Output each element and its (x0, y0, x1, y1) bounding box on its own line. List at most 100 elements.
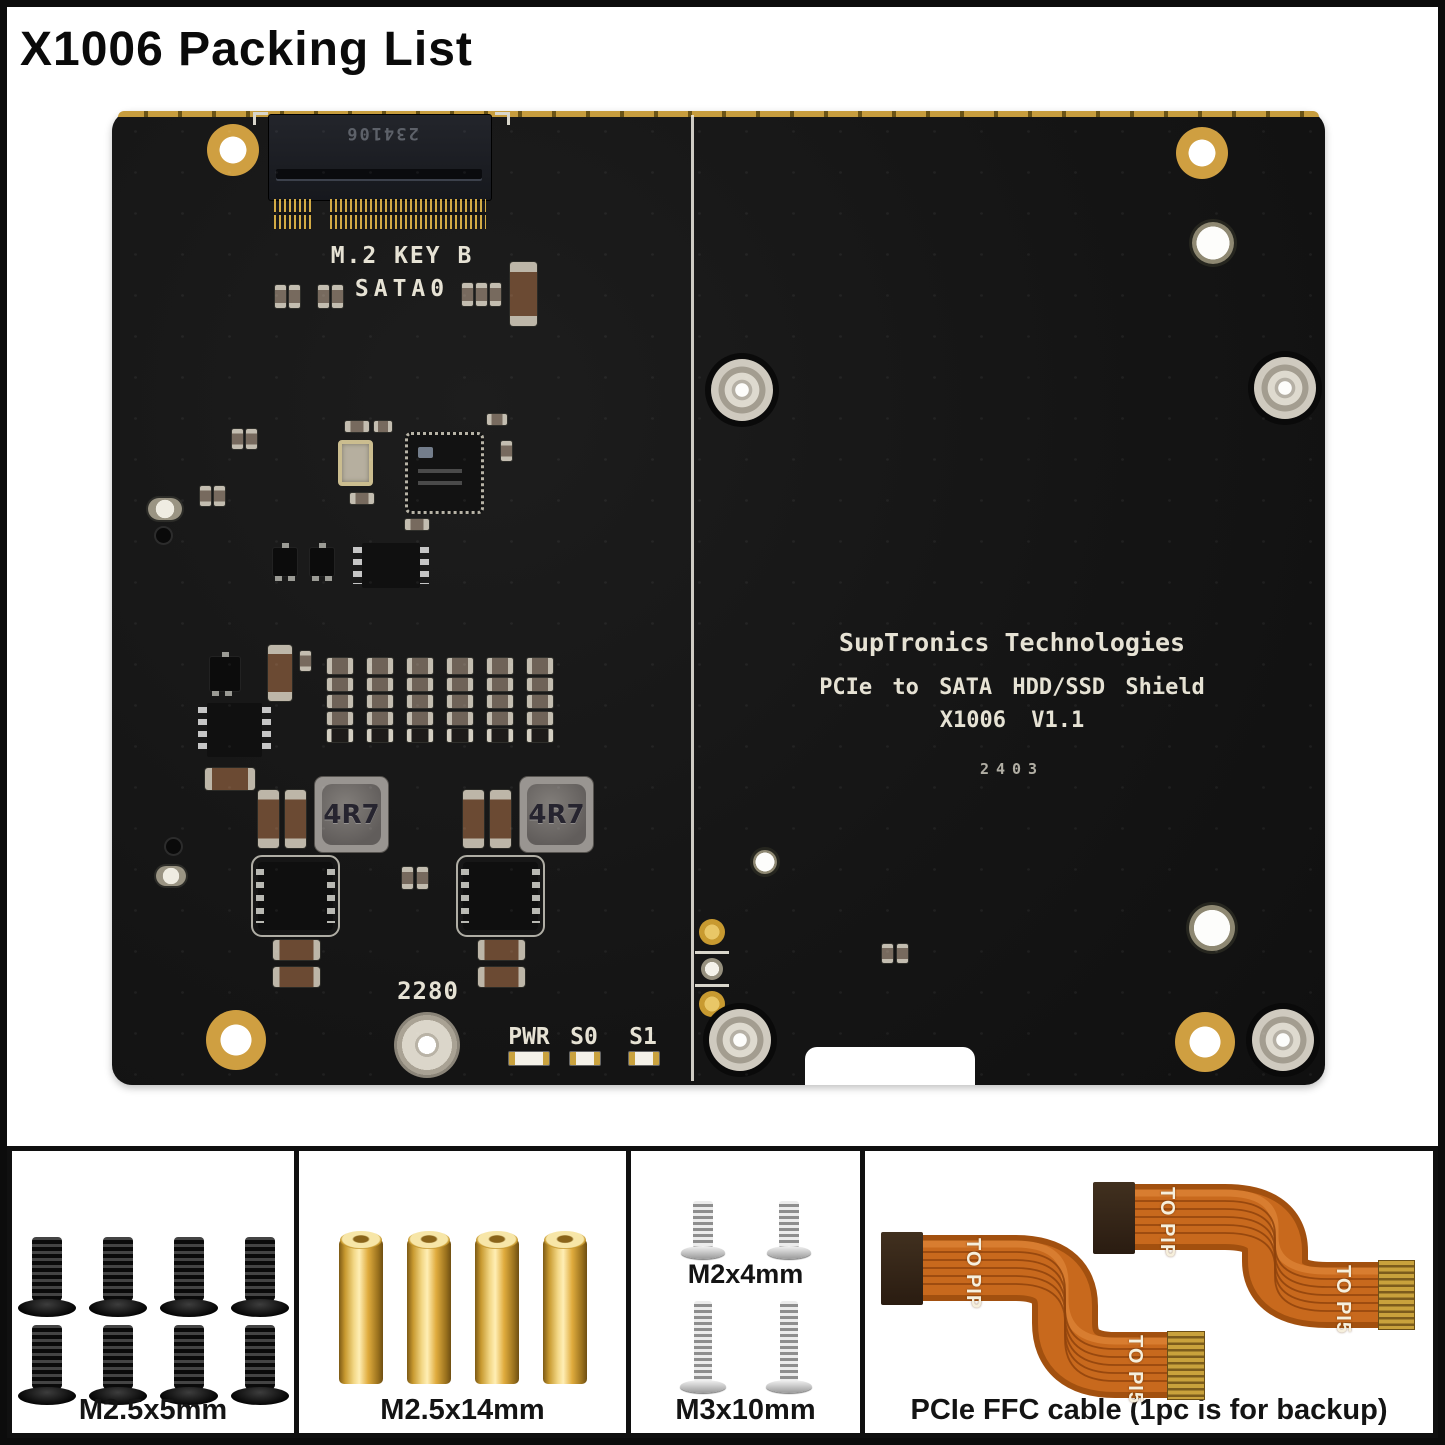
pwr-led-label: PWR (508, 1024, 550, 1050)
standoff-row (299, 1231, 626, 1384)
s0-led (569, 1051, 601, 1066)
via-hole (156, 528, 171, 543)
ffc-gold-fingers (1167, 1331, 1205, 1400)
m2-connector-marking: 234106 (345, 123, 419, 143)
pwr-led (508, 1051, 550, 1066)
mounting-hole-silver (1192, 222, 1234, 264)
capacitor (478, 967, 525, 987)
panel-small-screws: M2x4mm M3x10mm (626, 1146, 865, 1438)
page-title: X1006 Packing List (20, 23, 473, 76)
test-pad (148, 498, 182, 520)
passive-chip (417, 867, 428, 889)
cable-end-label: TO PIP (1156, 1187, 1178, 1259)
item-label: PCIe FFC cable (1pc is for backup) (910, 1394, 1388, 1426)
passive-column (487, 658, 513, 742)
item-label: M3x10mm (675, 1394, 816, 1426)
standoff-washer (709, 1009, 771, 1071)
black-screw (88, 1237, 147, 1317)
screw-row (12, 1237, 294, 1317)
mounting-hole-gold (1176, 127, 1228, 179)
brass-standoff (542, 1231, 587, 1384)
item-label: M2.5x5mm (78, 1394, 228, 1426)
silk-tick (695, 984, 729, 987)
m2-pins-left-group (274, 199, 312, 229)
inductor-marking: 4R7 (528, 799, 585, 830)
capacitor (463, 790, 484, 848)
packing-items-strip: M2.5x5mm M2.5x14mm M2x4mm M3x10mm (7, 1146, 1438, 1438)
passive-chip (345, 421, 369, 432)
black-screw (159, 1237, 218, 1317)
passive-chip (487, 414, 507, 425)
pcb-gold-edge (118, 111, 1319, 117)
mounting-hole-gold (207, 124, 259, 176)
m2-connector-slot (276, 169, 482, 181)
black-screw (230, 1325, 289, 1405)
transistor-sot23 (273, 543, 297, 581)
chip-logo (418, 447, 433, 458)
capacitor (205, 768, 255, 790)
passive-chip (300, 651, 311, 671)
passive-chip (897, 944, 908, 963)
passive-chip (350, 493, 374, 504)
inductor-4r7: 4R7 (520, 777, 593, 852)
silver-screw-m2 (766, 1201, 811, 1259)
black-screw (230, 1237, 289, 1317)
capacitor (273, 940, 320, 960)
mounting-hole-gold (1175, 1012, 1235, 1072)
silk-corner-bracket (253, 112, 268, 125)
brass-standoff (474, 1231, 519, 1384)
silver-screw-m3 (765, 1301, 812, 1393)
silkscreen-model-version: X1006 V1.1 (939, 708, 1085, 733)
inductor-4r7: 4R7 (315, 777, 388, 852)
passive-chip (490, 283, 501, 306)
item-label: M2x4mm (687, 1259, 804, 1289)
ic-power-regulator (251, 855, 340, 937)
black-screw (88, 1325, 147, 1405)
s1-led (628, 1051, 660, 1066)
ic-soic8 (353, 543, 429, 588)
passive-chip (405, 519, 429, 530)
passive-chip (232, 429, 243, 449)
cable-end-label: TO PI5 (1332, 1265, 1354, 1334)
brass-standoff (406, 1231, 451, 1384)
board-edge-notch (805, 1047, 975, 1085)
transistor-sot23 (210, 652, 240, 696)
m2-slot-labels: M.2 KEY B SATA0 (282, 245, 522, 301)
passive-chip (476, 283, 487, 306)
castellated-pad-gold (699, 919, 725, 945)
silkscreen-product: PCIe to SATA HDD/SSD Shield (819, 675, 1205, 700)
silk-corner-bracket (495, 112, 510, 125)
passive-chip (289, 285, 300, 308)
passive-chip (246, 429, 257, 449)
passive-chip (275, 285, 286, 308)
silkscreen-date-code: 2403 (979, 760, 1045, 778)
silver-screw-m3 (679, 1301, 726, 1393)
panel-standoffs-m25x14: M2.5x14mm (294, 1146, 631, 1438)
passive-chip (318, 285, 329, 308)
s0-led-label: S0 (570, 1024, 598, 1050)
capacitor (285, 790, 306, 848)
m2-mounting-hole (394, 1012, 460, 1078)
passive-column (447, 658, 473, 742)
passive-column (367, 658, 393, 742)
screw-row (631, 1201, 860, 1259)
crystal-oscillator (338, 440, 373, 486)
cable-end-label: TO PI5 (1124, 1335, 1146, 1404)
capacitor (490, 790, 511, 848)
ic-sata-controller (405, 432, 484, 514)
passive-chip (501, 441, 512, 461)
black-screw (17, 1325, 76, 1405)
pcb-silkscreen-divider-line (691, 115, 694, 1081)
mounting-hole-silver (753, 850, 777, 874)
passive-chip (882, 944, 893, 963)
m2-key-label: M.2 KEY B (330, 243, 474, 269)
m2-size-label: 2280 (397, 977, 459, 1005)
ic-power-regulator (456, 855, 545, 937)
sata0-label: SATA0 (354, 276, 450, 302)
passive-chip (374, 421, 392, 432)
transistor-sot23 (310, 543, 334, 581)
standoff-washer (1254, 357, 1316, 419)
passive-chip (214, 486, 225, 506)
passive-chip (462, 283, 473, 306)
